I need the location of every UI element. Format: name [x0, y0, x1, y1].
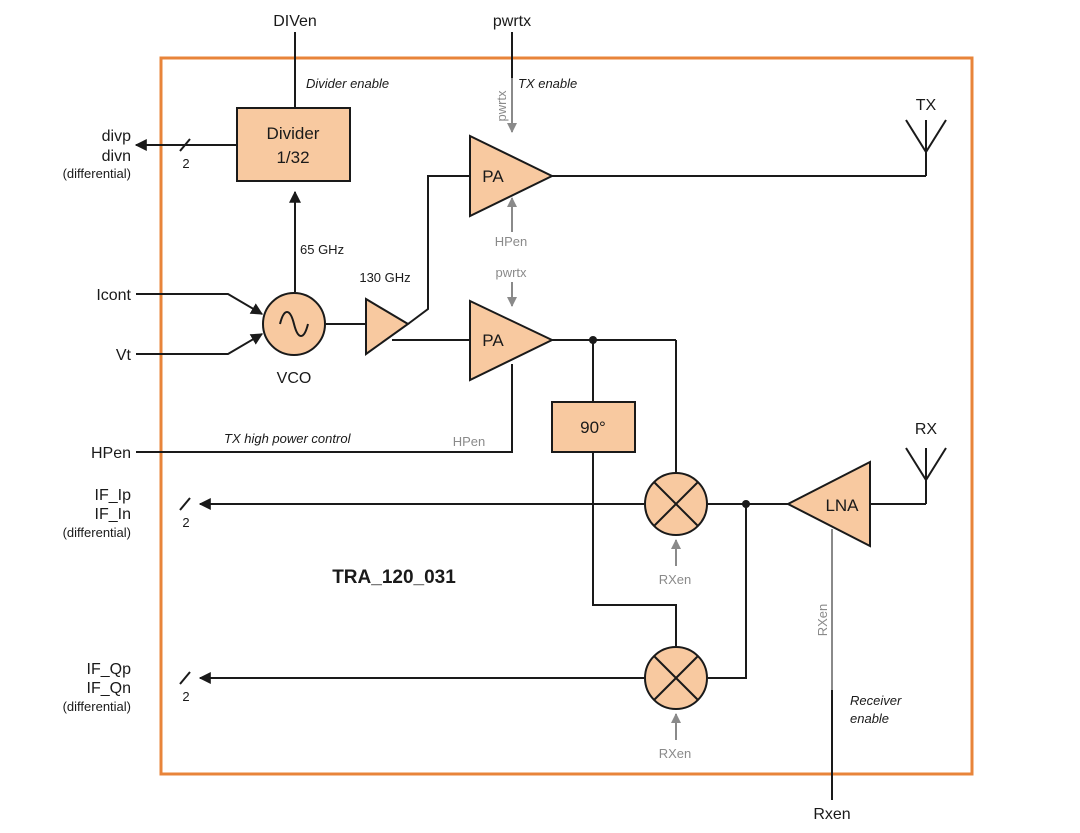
pa-tx-block — [469, 134, 555, 218]
vco-label: VCO — [277, 370, 312, 387]
rx-antenna-label: RX — [915, 421, 938, 438]
chip-name-label: TRA_120_031 — [332, 567, 456, 588]
tx-antenna-icon — [905, 119, 947, 176]
pin-diven: DIVen — [273, 13, 317, 30]
pin-icont: Icont — [96, 287, 131, 304]
pwrtx-control-pa2: pwrtx — [495, 265, 527, 280]
mixer-q-block — [644, 646, 708, 710]
pin-if-ip: IF_Ip — [95, 487, 132, 504]
wires — [134, 32, 926, 800]
div-differential-note: (differential) — [63, 166, 131, 181]
mixer-i-block — [644, 472, 708, 536]
phase-shifter-block — [551, 401, 636, 453]
pin-if-in: IF_In — [95, 506, 131, 523]
junction-dot — [589, 336, 597, 344]
pa-lo-block — [469, 299, 555, 382]
hpen-control-pa2: HPen — [453, 434, 486, 449]
if-q-differential-note: (differential) — [63, 699, 131, 714]
pa-lo-label: PA — [482, 331, 504, 350]
pin-divn: divn — [102, 148, 131, 165]
phase-shifter-label: 90° — [580, 418, 606, 437]
pin-vt: Vt — [116, 347, 132, 364]
divider-ratio-label: 1/32 — [276, 148, 309, 167]
lna-block — [785, 460, 871, 548]
pin-divp: divp — [102, 128, 131, 145]
rx-antenna-icon — [905, 447, 947, 504]
pin-if-qn: IF_Qn — [87, 680, 131, 697]
pin-if-qp: IF_Qp — [87, 661, 132, 678]
pa-tx-label: PA — [482, 167, 504, 186]
junction-dot — [742, 500, 750, 508]
rxen-control-mixer-i: RXen — [659, 572, 692, 587]
pin-rxen: Rxen — [813, 806, 850, 823]
freq-65ghz-label: 65 GHz — [300, 242, 344, 257]
frequency-doubler-block — [365, 297, 410, 356]
bus-width-div: 2 — [182, 156, 189, 171]
if-i-differential-note: (differential) — [63, 525, 131, 540]
divider-block — [236, 107, 351, 182]
divider-enable-label: Divider enable — [306, 76, 389, 91]
rxen-control-mixer-q: RXen — [659, 746, 692, 761]
divider-label: Divider — [267, 124, 320, 143]
rxen-control-lna-vertical: RXen — [815, 604, 830, 637]
freq-130ghz-label: 130 GHz — [359, 270, 410, 285]
hpen-control-pa1: HPen — [495, 234, 528, 249]
receiver-enable-label-1: Receiver — [850, 693, 902, 708]
bus-width-if-q: 2 — [182, 689, 189, 704]
tx-antenna-label: TX — [916, 97, 937, 114]
pwrtx-control-vertical: pwrtx — [494, 90, 509, 122]
pin-pwrtx: pwrtx — [493, 13, 531, 30]
sine-icon — [279, 311, 309, 337]
chip-border — [159, 56, 974, 776]
tx-enable-label: TX enable — [518, 76, 577, 91]
pin-hpen: HPen — [91, 445, 131, 462]
lna-label: LNA — [825, 496, 859, 515]
tx-hp-control-label: TX high power control — [224, 431, 352, 446]
bus-width-if-i: 2 — [182, 515, 189, 530]
receiver-enable-label-2: enable — [850, 711, 889, 726]
